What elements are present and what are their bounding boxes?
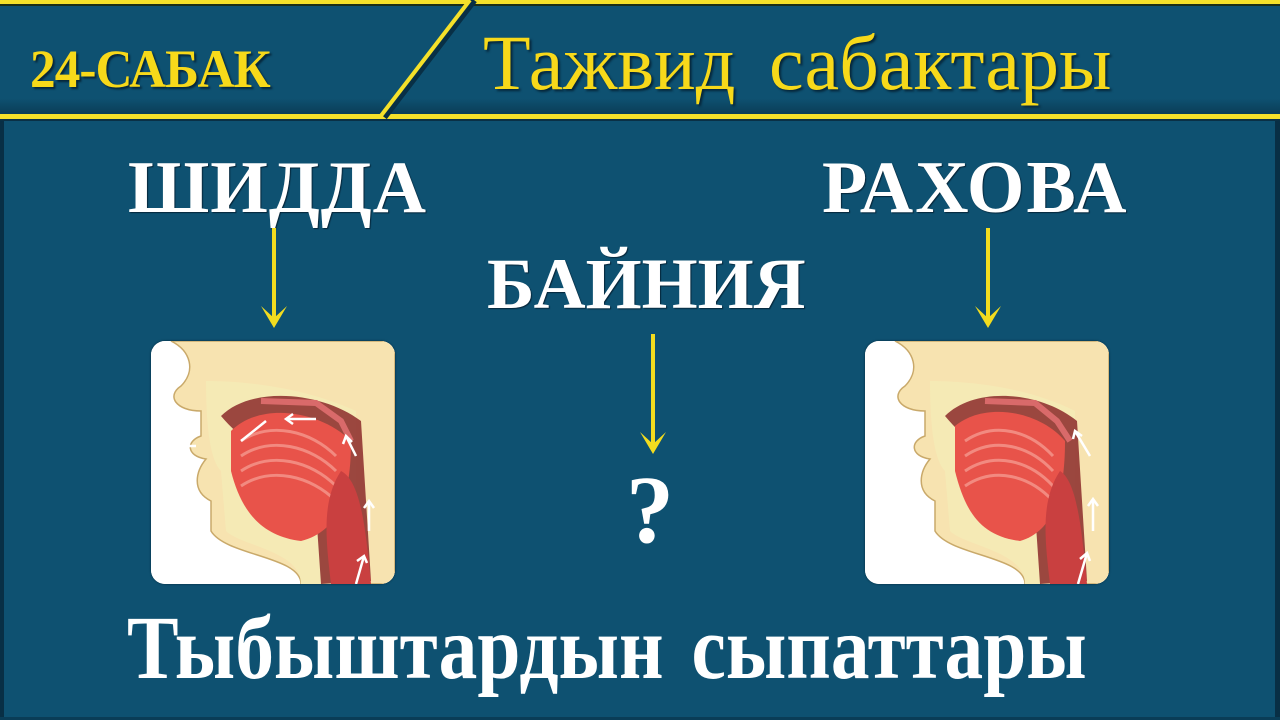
footer-title: Тыбыштардын сыпаттары: [127, 599, 1087, 698]
question-mark: ?: [626, 456, 674, 563]
diagram-rakhova: [865, 341, 1109, 584]
arrow-down-icon: [261, 228, 287, 328]
diagram-shidda: [151, 341, 395, 584]
header-banner: 24-САБАК Тажвид сабактары: [0, 0, 1280, 122]
bottom-border: [0, 717, 1280, 720]
mouth-diagram-image: [151, 341, 395, 584]
right-border: [1275, 0, 1280, 720]
course-title: Тажвид сабактары: [483, 19, 1112, 106]
arrow-down-icon: [975, 228, 1001, 328]
term-bayniya: БАЙНИЯ: [487, 244, 806, 324]
header-frame-lines: [0, 0, 1280, 121]
left-border: [0, 0, 4, 720]
lesson-number: 24-САБАК: [30, 39, 271, 99]
term-rakhova: РАХОВА: [822, 147, 1129, 229]
term-shidda: ШИДДА: [128, 147, 428, 229]
arrow-down-icon: [640, 334, 666, 454]
mouth-diagram-image: [865, 341, 1109, 584]
